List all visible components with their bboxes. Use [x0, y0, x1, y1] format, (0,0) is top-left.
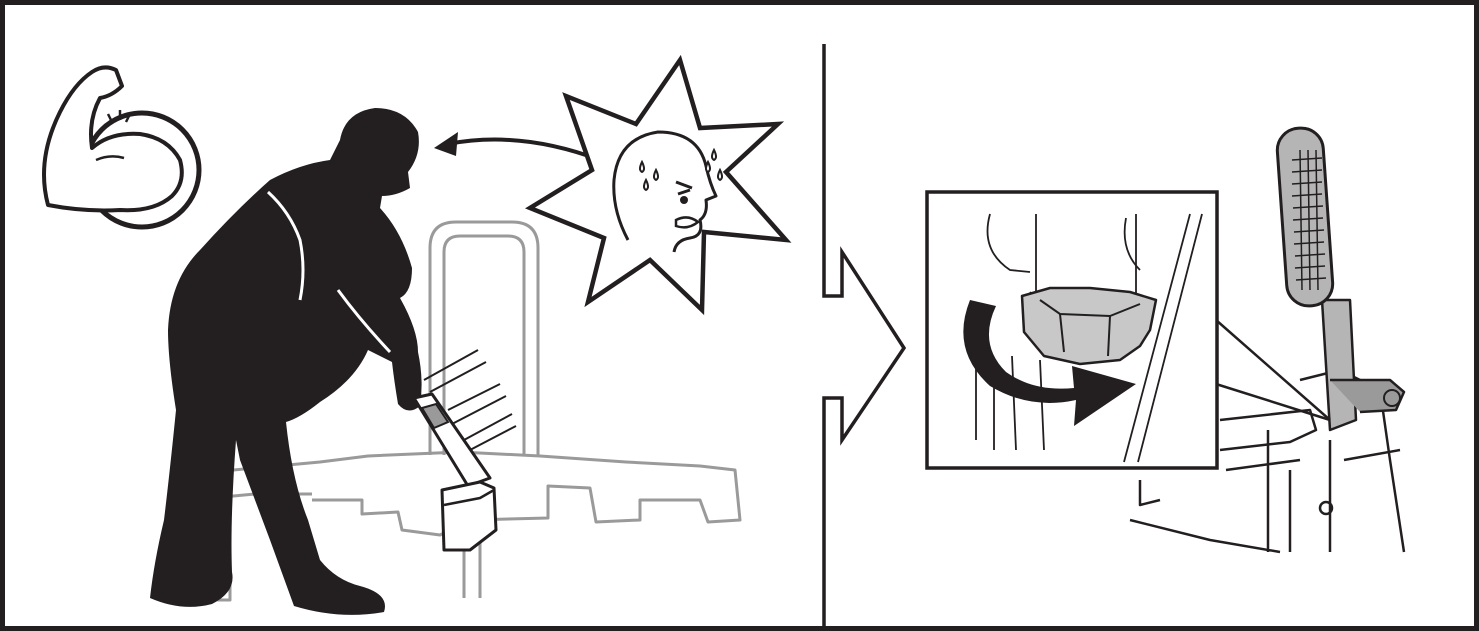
detail-inset [927, 192, 1217, 468]
panel-divider [824, 44, 904, 631]
callout-pointer [1216, 320, 1330, 420]
lever-handle-left [414, 394, 496, 550]
right-panel [927, 127, 1404, 552]
left-panel [44, 60, 786, 615]
stressed-face-icon [530, 60, 786, 310]
lever-handle-right [1276, 127, 1404, 430]
curved-arrow-icon [434, 132, 600, 160]
flexed-arm-icon [44, 67, 199, 227]
